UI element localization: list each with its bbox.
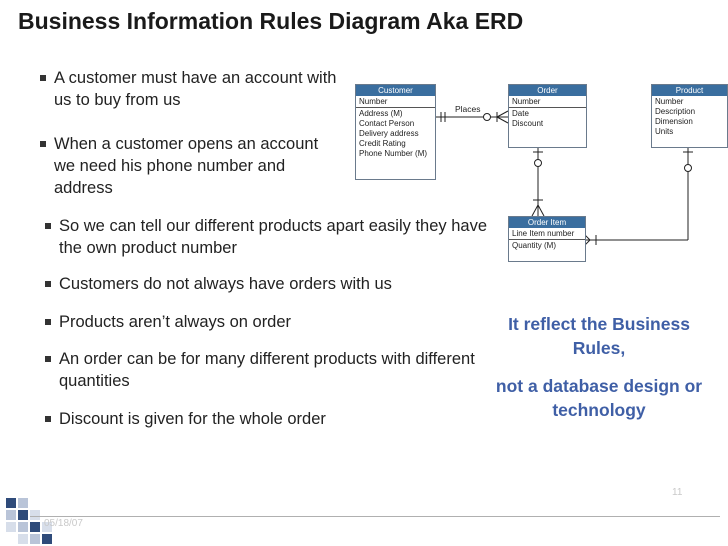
entity-header: Product	[652, 85, 727, 96]
entity-key: Line Item number	[509, 228, 585, 240]
footer-date: 05/18/07	[44, 518, 83, 529]
crowfoot	[531, 204, 539, 217]
crowfoot	[496, 116, 509, 124]
entity-attribute: Date	[512, 109, 529, 118]
footer-line	[30, 516, 720, 517]
bullet-item: A customer must have an account with us …	[40, 67, 340, 111]
entity-attribute: Credit Rating	[359, 139, 406, 148]
entity-attribute: Dimension	[655, 117, 693, 126]
entity-key: Number	[655, 97, 684, 106]
optional-circle	[483, 113, 491, 121]
bullet-item: When a customer opens an account we need…	[40, 133, 340, 199]
bullet-item: Discount is given for the whole order	[45, 408, 495, 430]
bullet-mark	[40, 141, 46, 147]
slide-title: Business Information Rules Diagram Aka E…	[18, 8, 524, 34]
callout-line-1: It reflect the Business Rules,	[508, 314, 690, 358]
optional-circle	[534, 159, 542, 167]
bullet-mark	[45, 223, 51, 229]
entity-attribute: Address (M)	[359, 109, 403, 118]
entity-key: Number	[356, 96, 435, 108]
entity-attribute: Description	[655, 107, 696, 116]
page-number: 11	[672, 487, 683, 498]
relationship-label: Places	[455, 104, 481, 114]
business-rules-callout: It reflect the Business Rules, not a dat…	[488, 312, 710, 422]
entity-attribute: Contact Person	[359, 119, 415, 128]
entity-attribute: Discount	[512, 119, 544, 128]
entity-order-item: Order Item Line Item number Quantity (M)	[508, 216, 586, 262]
entity-header: Order	[509, 85, 586, 96]
callout-line-2: not a database design or technology	[495, 376, 703, 420]
entity-key: Number	[509, 96, 586, 108]
entity-attribute: Phone Number (M)	[359, 149, 428, 158]
bullet-mark	[45, 281, 51, 287]
entity-customer: Customer Number Address (M) Contact Pers…	[355, 84, 436, 180]
entity-attribute: Units	[655, 127, 674, 136]
entity-attribute: Quantity (M)	[512, 241, 557, 250]
bullet-mark	[45, 319, 51, 325]
bullet-item: Products aren’t always on order	[45, 311, 495, 333]
bullet-mark	[45, 356, 51, 362]
bullet-mark	[40, 75, 46, 81]
crowfoot	[496, 110, 509, 118]
bullet-item: An order can be for many different produ…	[45, 348, 495, 392]
bullet-mark	[45, 416, 51, 422]
entity-header: Customer	[356, 85, 435, 96]
entity-header: Order Item	[509, 217, 585, 228]
bullet-item: So we can tell our different products ap…	[45, 215, 495, 259]
entity-order: Order Number Date Discount	[508, 84, 587, 148]
entity-attribute: Delivery address	[359, 129, 419, 138]
corner-decoration	[6, 498, 52, 544]
entity-product: Product Number Description Dimension Uni…	[651, 84, 728, 148]
optional-circle	[684, 164, 692, 172]
crowfoot	[537, 204, 545, 217]
bullet-item: Customers do not always have orders with…	[45, 273, 495, 295]
